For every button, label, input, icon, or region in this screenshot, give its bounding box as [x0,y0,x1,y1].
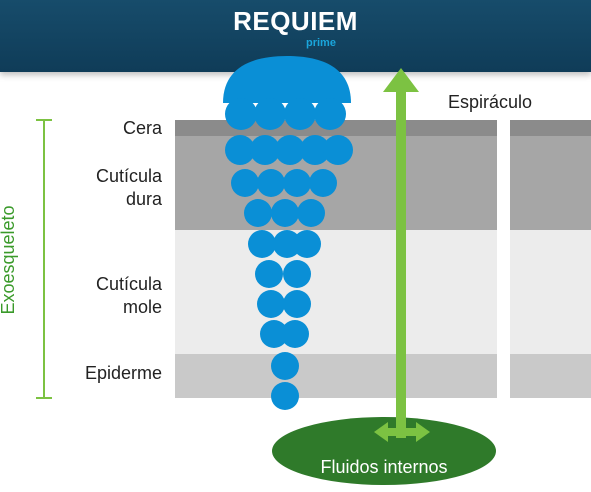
droplet [244,199,272,227]
layer-soft-cuticle [175,230,497,354]
droplet [260,320,288,348]
layer-hard-cuticle-right [510,136,591,230]
droplet [283,290,311,318]
droplet [275,135,305,165]
droplet [323,135,353,165]
droplet [283,260,311,288]
label-wax: Cera [122,118,162,138]
label-hard-cuticle-line2: dura [125,189,162,209]
droplet [248,230,276,258]
droplet [255,260,283,288]
droplet [273,230,301,258]
droplet [293,230,321,258]
label-exoskeleton: Exoesqueleto [0,205,18,315]
droplet [257,290,285,318]
internal-fluids-ellipse [272,417,496,485]
brand-logo-sub: prime [306,37,336,49]
droplet-group [223,56,353,410]
spiracle-arrow [383,68,419,438]
droplet [309,169,337,197]
droplet [281,320,309,348]
droplet [284,98,316,130]
layer-wax-right [510,120,591,136]
droplet [271,199,299,227]
label-spiracle: Espiráculo [448,92,533,112]
droplet [257,169,285,197]
brand-logo: REQUIEM [233,6,358,36]
layer-epidermis [175,354,497,398]
droplet [225,135,255,165]
droplet-cap [223,56,351,103]
layer-soft-cuticle-right [510,230,591,354]
droplet [250,135,280,165]
label-soft-cuticle-line2: mole [122,297,162,317]
exoskeleton-bracket [36,119,52,399]
droplet [225,98,257,130]
droplet [271,352,299,380]
label-epidermis: Epiderme [84,363,162,383]
droplet [231,169,259,197]
droplet [254,98,286,130]
droplet [297,199,325,227]
droplet [314,98,346,130]
layer-epidermis-right [510,354,591,398]
label-soft-cuticle-line1: Cutícula [95,274,162,294]
droplet [300,135,330,165]
droplet [283,169,311,197]
label-internal-fluids: Fluidos internos [320,457,448,477]
label-hard-cuticle-line1: Cutícula [95,166,162,186]
fluid-exchange-arrow [374,422,430,442]
droplet [271,382,299,410]
